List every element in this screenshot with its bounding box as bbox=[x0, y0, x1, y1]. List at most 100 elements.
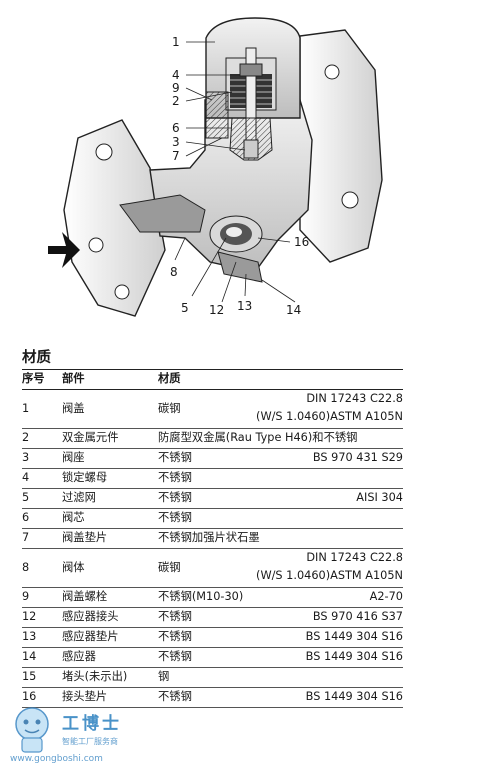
row-material: 防腐型双金属(Rau Type H46)和不锈钢 bbox=[158, 428, 403, 449]
row-material: 不锈钢(M10-30) bbox=[158, 587, 254, 608]
row-part: 感应器接头 bbox=[62, 607, 158, 628]
row-material: 不锈钢 bbox=[158, 627, 254, 648]
outlet-flange bbox=[299, 29, 383, 263]
row-part: 接头垫片 bbox=[62, 687, 158, 708]
row-part: 感应器垫片 bbox=[62, 627, 158, 648]
watermark-subtitle: 智能工厂服务商 bbox=[62, 737, 118, 746]
row-part: 过滤网 bbox=[62, 488, 158, 509]
row-material: 碳钢 bbox=[158, 389, 254, 429]
standard-line: (W/S 1.0460)ASTM A105N bbox=[256, 569, 403, 582]
row-number: 14 bbox=[22, 647, 62, 668]
row-standard: BS 1449 304 S16 bbox=[254, 647, 403, 668]
row-material: 不锈钢 bbox=[158, 488, 254, 509]
standard-line: BS 1449 304 S16 bbox=[305, 650, 403, 663]
callout-13: 13 bbox=[237, 299, 252, 313]
header-num: 序号 bbox=[22, 369, 62, 390]
inlet-flange bbox=[63, 119, 166, 317]
header-part: 部件 bbox=[62, 369, 158, 390]
row-standard: DIN 17243 C22.8 (W/S 1.0460)ASTM A105N bbox=[254, 548, 403, 588]
row-material: 不锈钢 bbox=[158, 607, 254, 628]
row-part: 堵头(未示出) bbox=[62, 667, 158, 688]
row-number: 5 bbox=[22, 488, 62, 509]
row-material: 不锈钢 bbox=[158, 687, 254, 708]
section-title: 材质 bbox=[22, 350, 51, 366]
row-number: 1 bbox=[22, 389, 62, 429]
row-material: 钢 bbox=[158, 667, 403, 688]
callout-16: 16 bbox=[294, 235, 309, 249]
row-number: 8 bbox=[22, 548, 62, 588]
row-number: 7 bbox=[22, 528, 62, 549]
row-part: 双金属元件 bbox=[62, 428, 158, 449]
row-standard: BS 970 431 S29 bbox=[254, 448, 403, 469]
standard-line: BS 1449 304 S16 bbox=[305, 630, 403, 643]
gongboshi-logo bbox=[15, 707, 49, 753]
standard-line: BS 970 416 S37 bbox=[312, 610, 403, 623]
callout-7: 7 bbox=[172, 149, 180, 163]
callout-1: 1 bbox=[172, 35, 180, 49]
row-material: 不锈钢 bbox=[158, 647, 254, 668]
callout-4: 4 bbox=[172, 68, 180, 82]
row-standard: DIN 17243 C22.8(W/S 1.0460)ASTM A105N bbox=[254, 389, 403, 429]
row-material: 不锈钢 bbox=[158, 508, 403, 529]
row-number: 12 bbox=[22, 607, 62, 628]
standard-line: DIN 17243 C22.8 bbox=[306, 392, 403, 405]
callout-6: 6 bbox=[172, 121, 180, 135]
flow-arrow bbox=[48, 232, 80, 268]
standard-line: AISI 304 bbox=[356, 491, 403, 504]
callout-12: 12 bbox=[209, 303, 224, 317]
steam-trap-cutaway-diagram: 1 4 9 2 6 3 7 16 8 5 12 13 14 bbox=[48, 17, 383, 317]
row-standard: BS 1449 304 S16 bbox=[254, 627, 403, 648]
standard-line: BS 1449 304 S16 bbox=[305, 690, 403, 703]
row-number: 2 bbox=[22, 428, 62, 449]
row-part: 阀座 bbox=[62, 448, 158, 469]
row-number: 9 bbox=[22, 587, 62, 608]
row-number: 6 bbox=[22, 508, 62, 529]
row-part: 阀盖 bbox=[62, 389, 158, 429]
standard-line: BS 970 431 S29 bbox=[312, 451, 403, 464]
row-standard: BS 970 416 S37 bbox=[254, 607, 403, 628]
row-number: 4 bbox=[22, 468, 62, 489]
standard-line: A2-70 bbox=[369, 590, 403, 603]
row-number: 15 bbox=[22, 667, 62, 688]
callout-5: 5 bbox=[181, 301, 189, 315]
callout-14: 14 bbox=[286, 303, 301, 317]
row-part: 锁定螺母 bbox=[62, 468, 158, 489]
callout-2: 2 bbox=[172, 94, 180, 108]
row-standard: A2-70 bbox=[254, 587, 403, 608]
row-part: 阀盖垫片 bbox=[62, 528, 158, 549]
watermark-brand: 工博士 bbox=[62, 714, 122, 734]
callout-labels: 1 4 9 2 6 3 7 16 8 5 12 13 14 bbox=[170, 35, 309, 317]
strainer-screen bbox=[209, 215, 263, 253]
standard-line: DIN 17243 C22.8 bbox=[306, 551, 403, 564]
callout-8: 8 bbox=[170, 265, 178, 279]
callout-3: 3 bbox=[172, 135, 180, 149]
row-number: 3 bbox=[22, 448, 62, 469]
watermark-url: www.gongboshi.com bbox=[10, 754, 103, 764]
row-number: 13 bbox=[22, 627, 62, 648]
row-part: 阀芯 bbox=[62, 508, 158, 529]
row-standard: BS 1449 304 S16 bbox=[254, 687, 403, 708]
sensor-plug bbox=[217, 251, 263, 283]
table-header-row: 序号 部件 材质 bbox=[22, 369, 403, 390]
row-standard: AISI 304 bbox=[254, 488, 403, 509]
row-material: 不锈钢 bbox=[158, 468, 403, 489]
row-material: 碳钢 bbox=[158, 548, 254, 588]
row-part: 阀体 bbox=[62, 548, 158, 588]
header-material: 材质 bbox=[158, 369, 403, 390]
